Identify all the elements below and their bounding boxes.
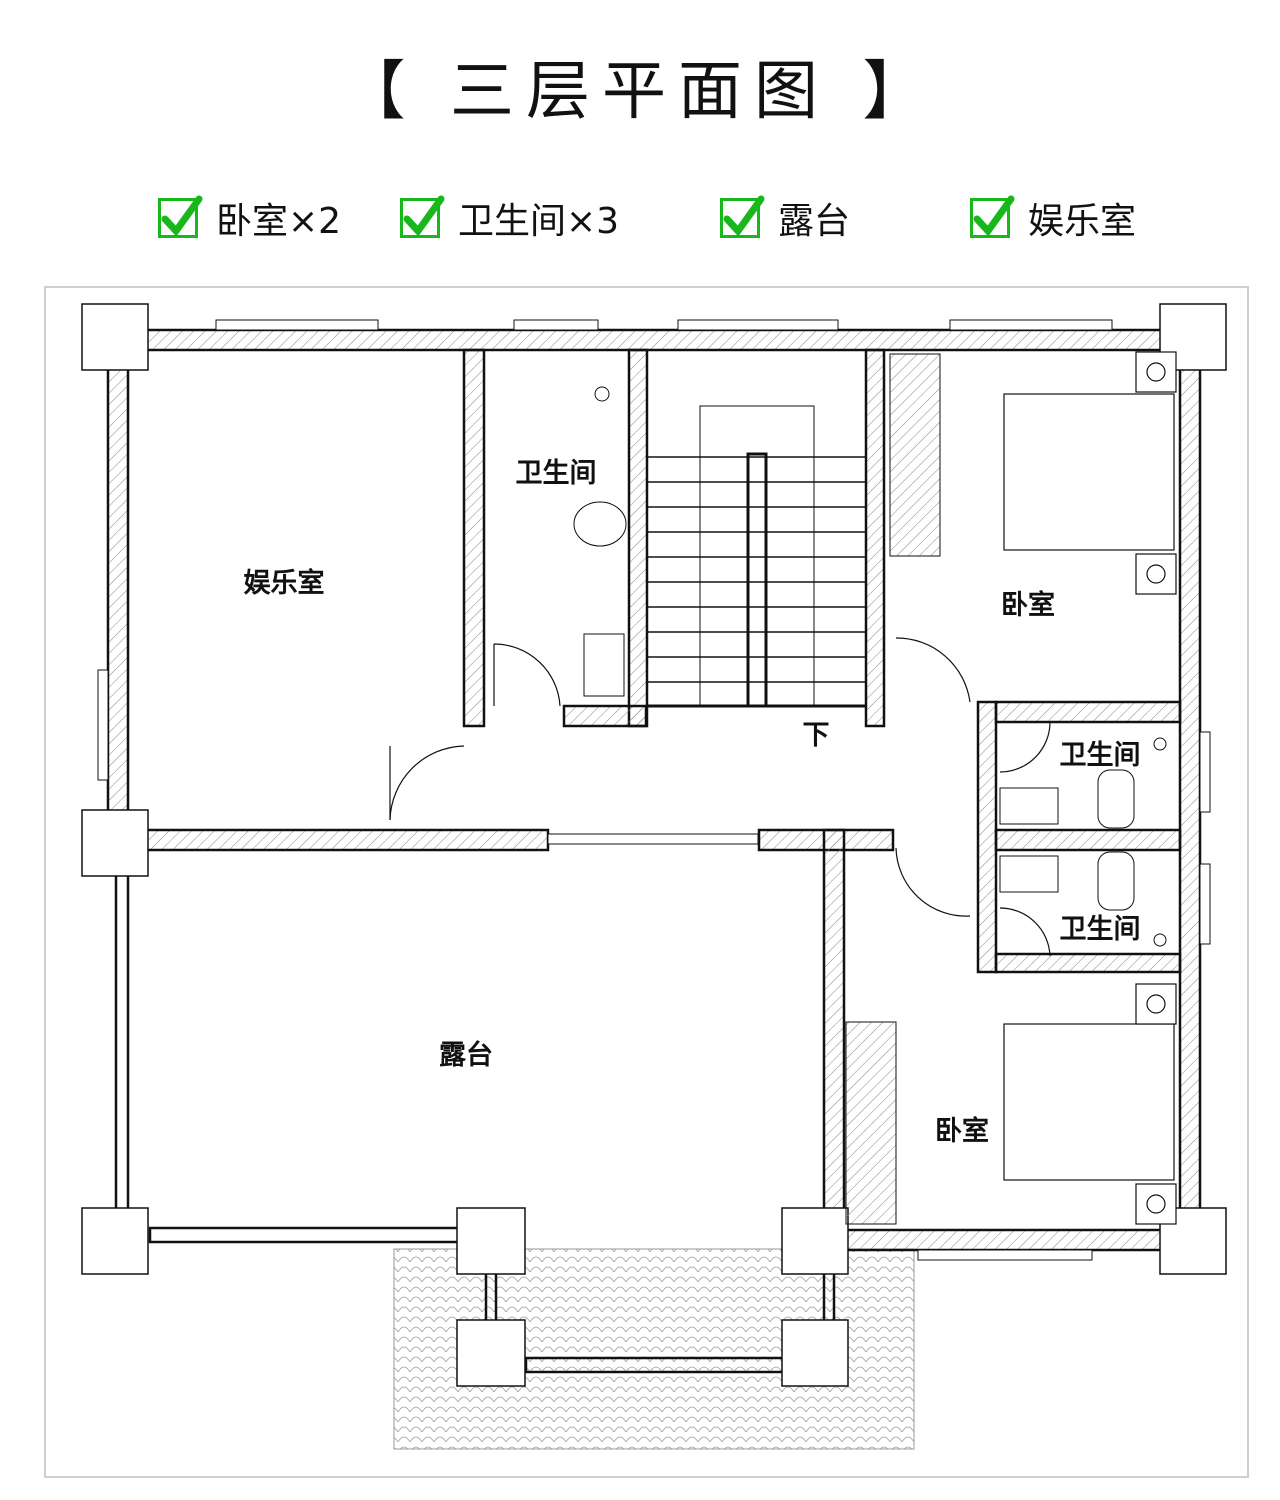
feature-bathrooms: 卫生间×3	[400, 190, 619, 246]
room-terrace: 露台	[439, 1039, 493, 1071]
windows	[97, 319, 1211, 1261]
feature-list: 卧室×2 卫生间×3 露台 娱乐室	[0, 190, 1280, 250]
floor-plan-drawing: 娱乐室 卫生间 卧室 卫生间 卫生间 露台 卧室 下	[81, 303, 1227, 1450]
feature-entertainment: 娱乐室	[970, 190, 1136, 246]
floor-plan: 娱乐室 卫生间 卧室 卫生间 卫生间 露台 卧室 下	[44, 286, 1249, 1478]
wardrobes	[845, 353, 941, 1225]
feature-label: 露台	[778, 201, 851, 242]
feature-label: 卫生间×3	[458, 201, 620, 242]
feature-label: 娱乐室	[1028, 201, 1137, 242]
checkbox-icon	[400, 195, 445, 238]
room-bedroom-top: 卧室	[1001, 589, 1055, 621]
feature-terrace: 露台	[720, 190, 850, 246]
room-entertainment: 娱乐室	[244, 567, 325, 599]
room-bath-mid-2: 卫生间	[1060, 914, 1141, 945]
room-bedroom-bottom: 卧室	[935, 1115, 989, 1147]
checkbox-icon	[720, 195, 765, 238]
page-title: 【 三层平面图 】	[341, 55, 939, 129]
feature-bedrooms: 卧室×2	[158, 190, 341, 246]
room-bath-top: 卫生间	[516, 458, 597, 489]
staircase	[647, 405, 866, 708]
feature-label: 卧室×2	[216, 201, 342, 242]
fixtures	[573, 386, 1167, 947]
doors	[389, 637, 1051, 957]
columns	[81, 303, 1227, 1387]
checkbox-icon	[970, 195, 1015, 238]
checkbox-icon	[158, 195, 203, 238]
beds	[1003, 351, 1177, 1225]
room-bath-mid-1: 卫生间	[1060, 740, 1141, 771]
stair-down-label: 下	[803, 720, 830, 751]
